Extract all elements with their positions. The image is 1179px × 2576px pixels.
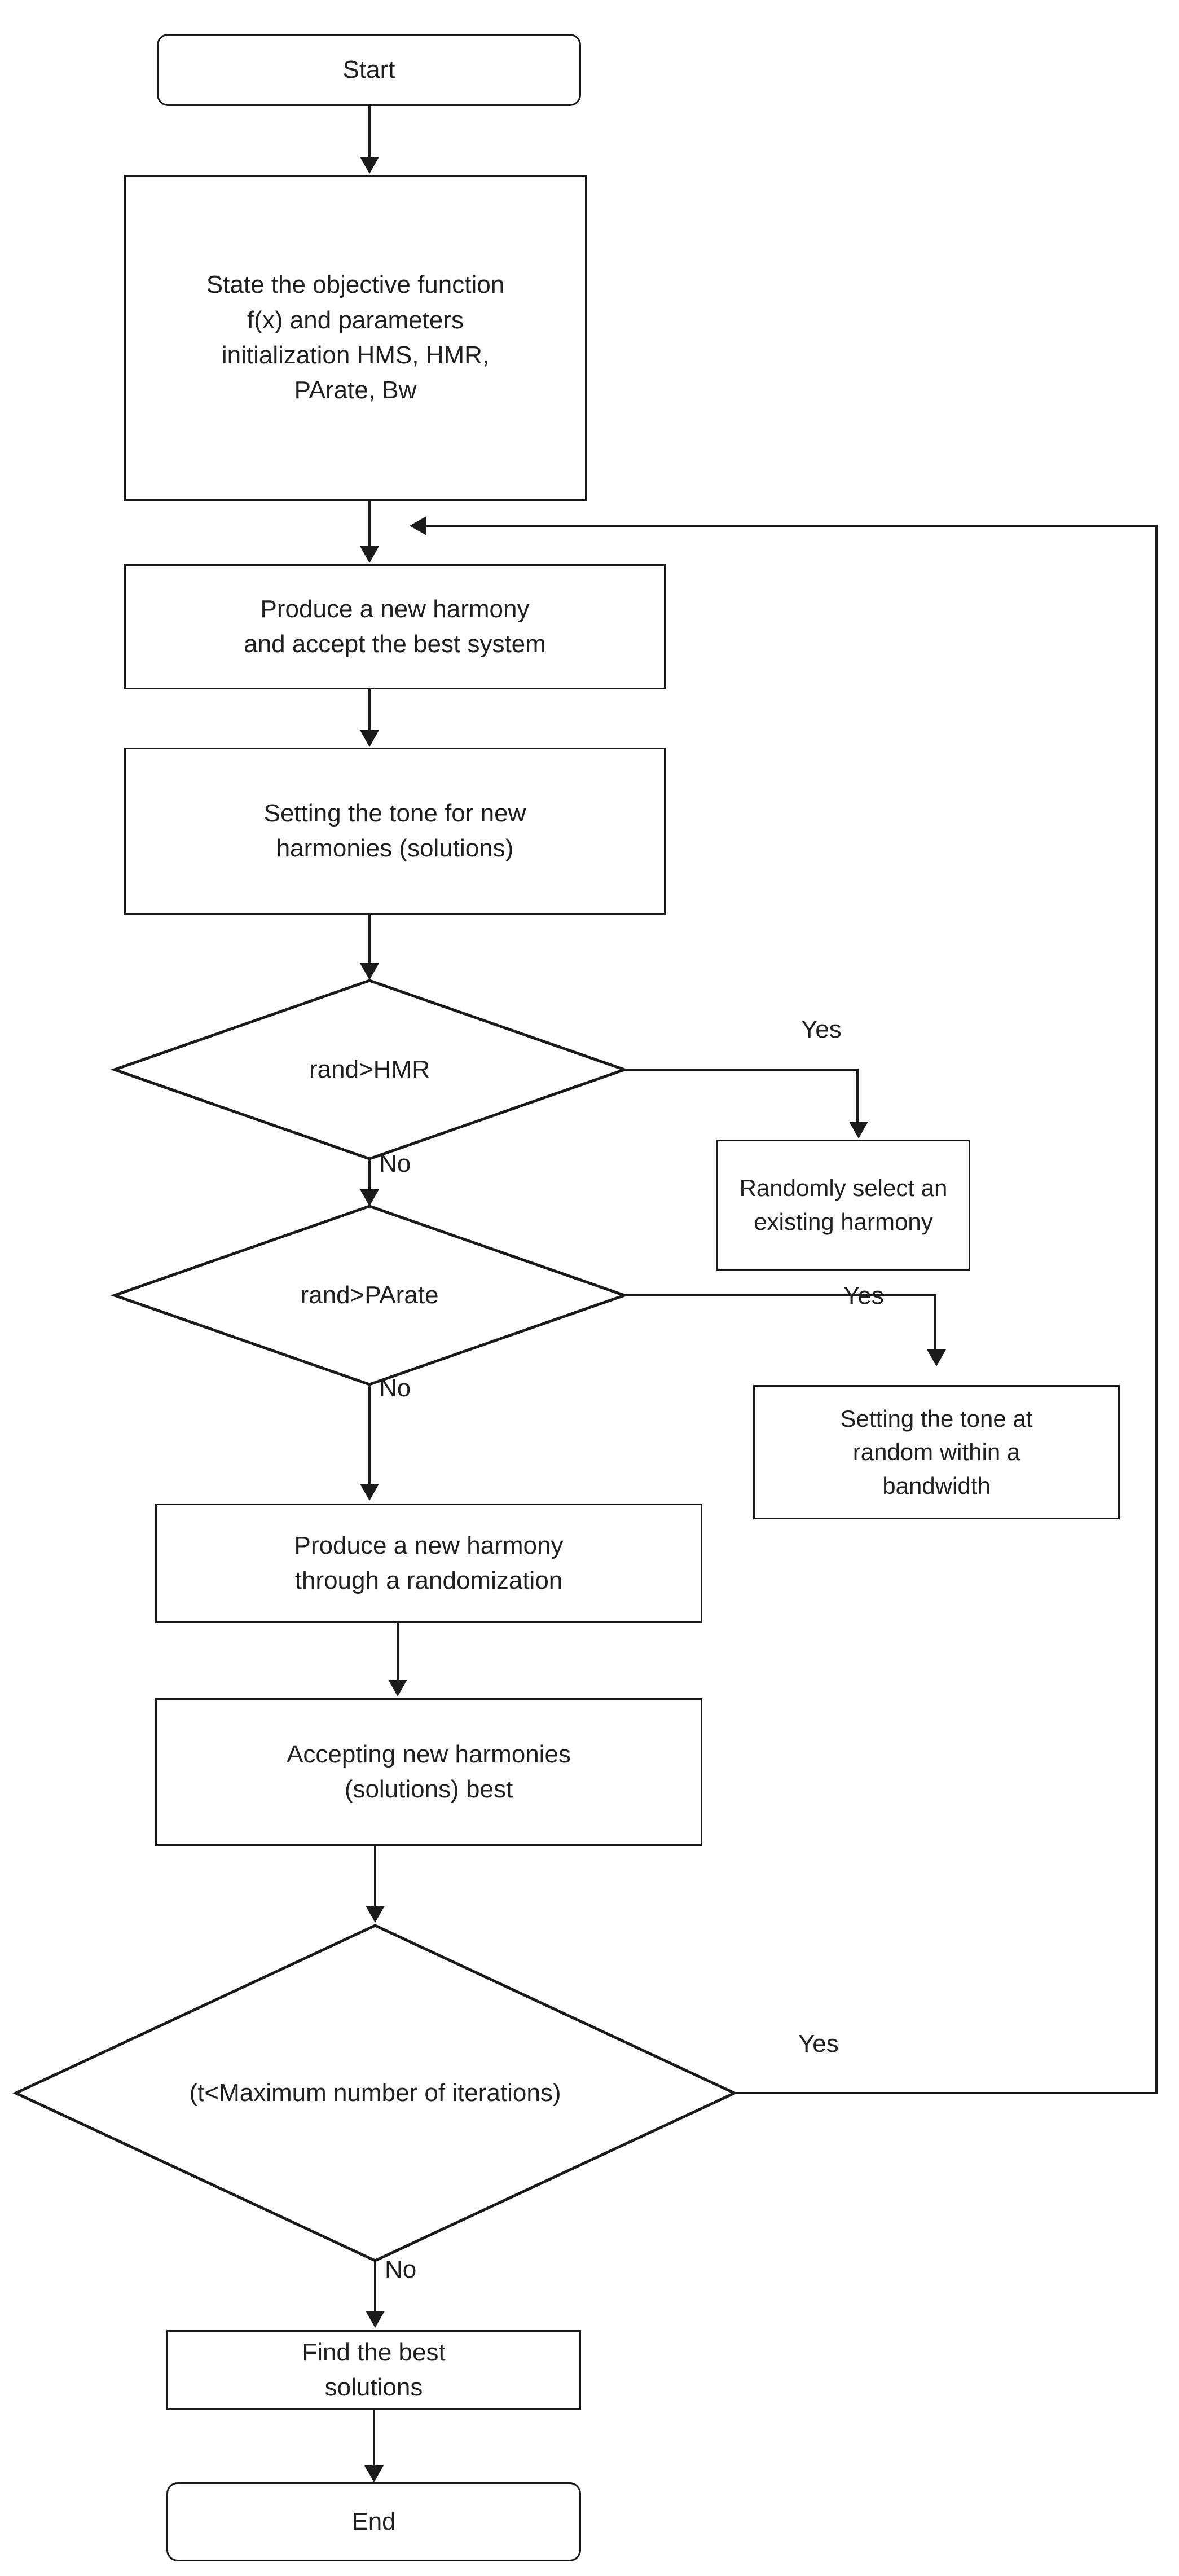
- node-init-label: State the objective function f(x) and pa…: [206, 271, 505, 405]
- node-start[interactable]: Start: [157, 34, 581, 106]
- arrowhead-set-tone-to-decision-hmr: [360, 963, 379, 980]
- node-tone-bandwidth-label: Setting the tone at random within a band…: [840, 1405, 1033, 1499]
- arrowhead-find-best-to-end: [364, 2465, 384, 2482]
- edge-label-iter-no: No: [385, 2256, 417, 2283]
- node-decision-iter[interactable]: (t<Maximum number of iterations): [12, 1924, 738, 2262]
- connector-iter-yes-horizontal: [733, 2092, 1158, 2094]
- arrowhead-parate-no: [360, 1484, 379, 1501]
- connector-parate-yes-vertical: [934, 1294, 936, 1351]
- node-produce-accept-label: Produce a new harmony and accept the bes…: [244, 595, 546, 658]
- node-init[interactable]: State the objective function f(x) and pa…: [124, 175, 587, 501]
- node-decision-iter-label: (t<Maximum number of iterations): [189, 2079, 561, 2107]
- connector-parate-yes-horizontal: [625, 1294, 936, 1296]
- connector-hmr-yes-vertical: [856, 1069, 859, 1123]
- node-end-label: End: [351, 2507, 396, 2535]
- arrowhead-loopback: [410, 516, 426, 535]
- node-tone-bandwidth[interactable]: Setting the tone at random within a band…: [753, 1385, 1120, 1519]
- connector-parate-no-vertical: [368, 1386, 371, 1487]
- node-produce-random[interactable]: Produce a new harmony through a randomiz…: [155, 1504, 702, 1623]
- edge-label-hmr-no: No: [379, 1150, 411, 1177]
- node-random-select[interactable]: Randomly select an existing harmony: [716, 1140, 970, 1271]
- connector-hmr-no-vertical: [368, 1160, 371, 1192]
- edge-label-hmr-yes: Yes: [801, 1016, 842, 1043]
- edge-label-parate-yes: Yes: [843, 1282, 884, 1309]
- node-decision-parate-label: rand>PArate: [300, 1281, 439, 1309]
- node-find-best[interactable]: Find the best solutions: [166, 2330, 581, 2410]
- connector-start-to-init: [368, 106, 371, 158]
- node-find-best-label: Find the best solutions: [302, 2338, 446, 2401]
- connector-find-best-to-end: [373, 2410, 375, 2467]
- arrowhead-produce-accept-to-set-tone: [360, 730, 379, 747]
- node-set-tone[interactable]: Setting the tone for new harmonies (solu…: [124, 748, 666, 915]
- edge-label-parate-no: No: [379, 1374, 411, 1402]
- connector-hmr-yes-horizontal: [625, 1069, 859, 1071]
- arrowhead-produce-random-to-accept-best: [388, 1680, 407, 1696]
- arrowhead-hmr-yes: [849, 1122, 868, 1138]
- node-produce-accept[interactable]: Produce a new harmony and accept the bes…: [124, 564, 666, 689]
- node-decision-hmr[interactable]: rand>HMR: [110, 979, 629, 1160]
- connector-loopback-vertical: [1155, 525, 1158, 2094]
- connector-set-tone-to-decision-hmr: [368, 915, 371, 965]
- connector-produce-accept-to-set-tone: [368, 689, 371, 731]
- arrowhead-parate-yes: [927, 1349, 946, 1366]
- edge-label-iter-yes: Yes: [798, 2030, 839, 2058]
- node-accept-best-label: Accepting new harmonies (solutions) best: [287, 1740, 571, 1803]
- arrowhead-init-to-produce-accept: [360, 546, 379, 563]
- node-end[interactable]: End: [166, 2482, 581, 2561]
- node-set-tone-label: Setting the tone for new harmonies (solu…: [263, 799, 526, 862]
- node-accept-best[interactable]: Accepting new harmonies (solutions) best: [155, 1698, 702, 1846]
- connector-loopback-horizontal: [426, 525, 1158, 527]
- connector-accept-best-to-decision-iter: [374, 1846, 376, 1907]
- arrowhead-start-to-init: [360, 157, 379, 174]
- node-decision-hmr-label: rand>HMR: [309, 1056, 430, 1083]
- connector-init-to-produce-accept: [368, 501, 371, 547]
- node-decision-parate[interactable]: rand>PArate: [110, 1205, 629, 1386]
- node-produce-random-label: Produce a new harmony through a randomiz…: [294, 1531, 564, 1594]
- connector-iter-no-vertical: [374, 2261, 376, 2312]
- node-start-label: Start: [342, 55, 395, 83]
- connector-produce-random-to-accept-best: [397, 1623, 399, 1681]
- arrowhead-iter-no: [366, 2311, 385, 2328]
- arrowhead-accept-best-to-decision-iter: [366, 1906, 385, 1923]
- arrowhead-hmr-no: [360, 1189, 379, 1206]
- node-random-select-label: Randomly select an existing harmony: [739, 1175, 948, 1235]
